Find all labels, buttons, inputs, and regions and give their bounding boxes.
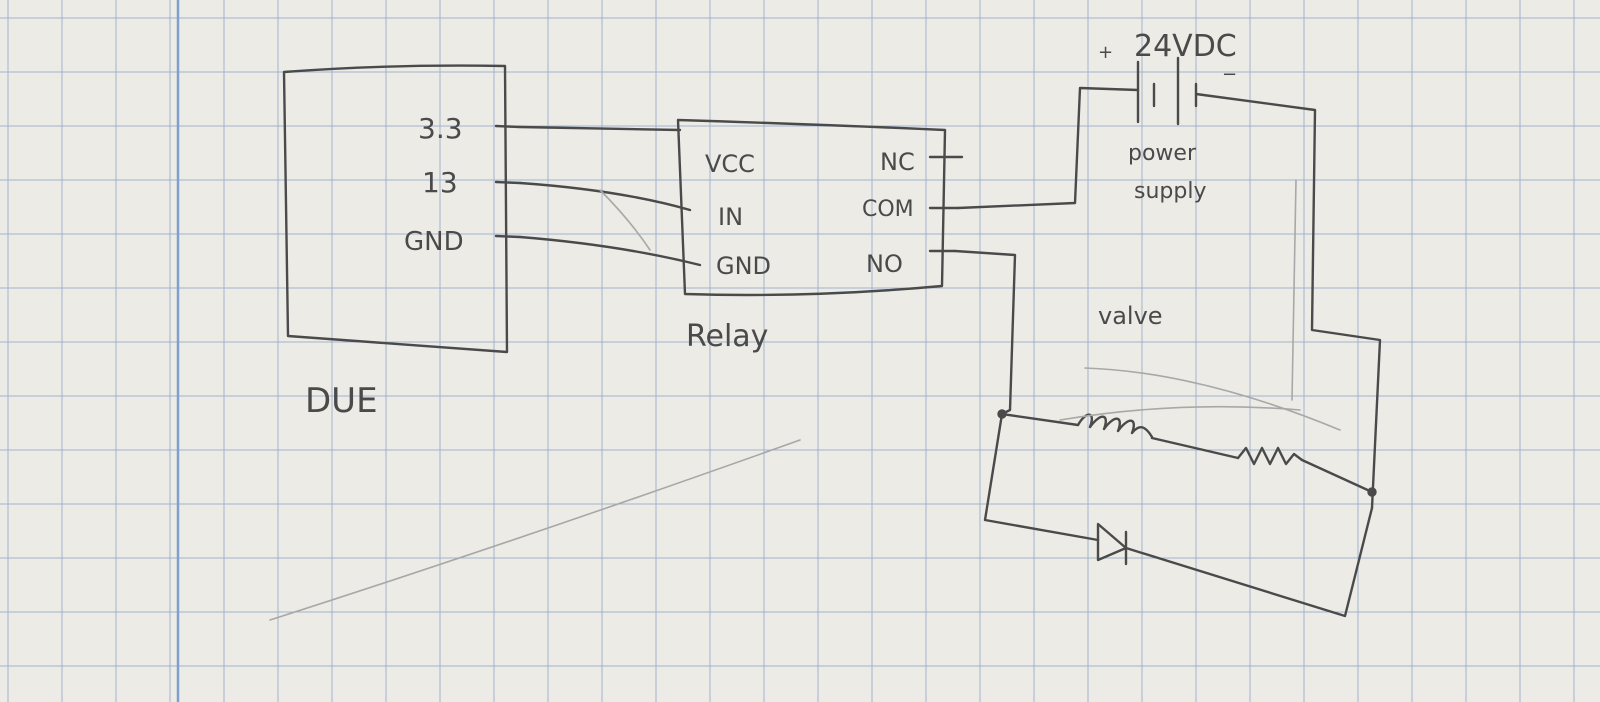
valve-branch-wire-right: [1300, 458, 1374, 494]
relay-no-label: NO: [866, 250, 903, 278]
valve-branch-wire-mid: [1150, 436, 1240, 460]
relay-com-label: COM: [862, 197, 914, 222]
erased-mark-4: [599, 189, 651, 251]
erased-mark-5: [269, 439, 801, 621]
relay-vcc-label: VCC: [705, 150, 755, 178]
wire-com-to-supply-positive: [956, 86, 1140, 210]
flyback-diode-icon: [1096, 522, 1128, 566]
erased-mark-2: [1059, 405, 1301, 421]
valve-coil-icon: [1076, 413, 1154, 439]
relay-in-label: IN: [718, 203, 743, 231]
junction-right: [1367, 487, 1377, 497]
supply-minus-sign: −: [1222, 64, 1237, 85]
wire-gnd-to-relay-gnd: [518, 235, 702, 267]
erased-mark-3: [1291, 179, 1297, 401]
due-pin-3v3-stub: [494, 124, 522, 129]
wire-13-to-in: [518, 181, 692, 212]
relay-nc-label: NC: [880, 148, 915, 176]
relay-module-outline: [676, 118, 947, 297]
due-pin-gnd-label: GND: [404, 227, 464, 257]
supply-label-line2: supply: [1134, 179, 1206, 204]
diode-loop-wire: [983, 412, 1374, 618]
due-label: DUE: [305, 381, 378, 421]
due-board-outline: [282, 64, 509, 354]
wire-3v3-to-vcc: [518, 125, 682, 132]
valve-label: valve: [1098, 302, 1163, 330]
relay-gnd-label: GND: [716, 252, 771, 280]
relay-label: Relay: [686, 319, 768, 354]
supply-label-line1: power: [1128, 141, 1197, 166]
due-pin-13-label: 13: [422, 166, 458, 199]
supply-plus-sign: +: [1098, 42, 1113, 63]
due-pin-gnd-stub: [494, 234, 522, 239]
erased-mark-1: [1084, 367, 1341, 431]
wire-supply-negative-to-valve: [1194, 92, 1382, 510]
due-pin-13-stub: [494, 180, 522, 185]
valve-branch-wire-left: [1000, 412, 1080, 427]
supply-voltage-label: 24VDC: [1134, 29, 1237, 64]
due-pin-3v3-label: 3.3: [418, 112, 463, 145]
valve-resistor-icon: [1236, 446, 1304, 466]
